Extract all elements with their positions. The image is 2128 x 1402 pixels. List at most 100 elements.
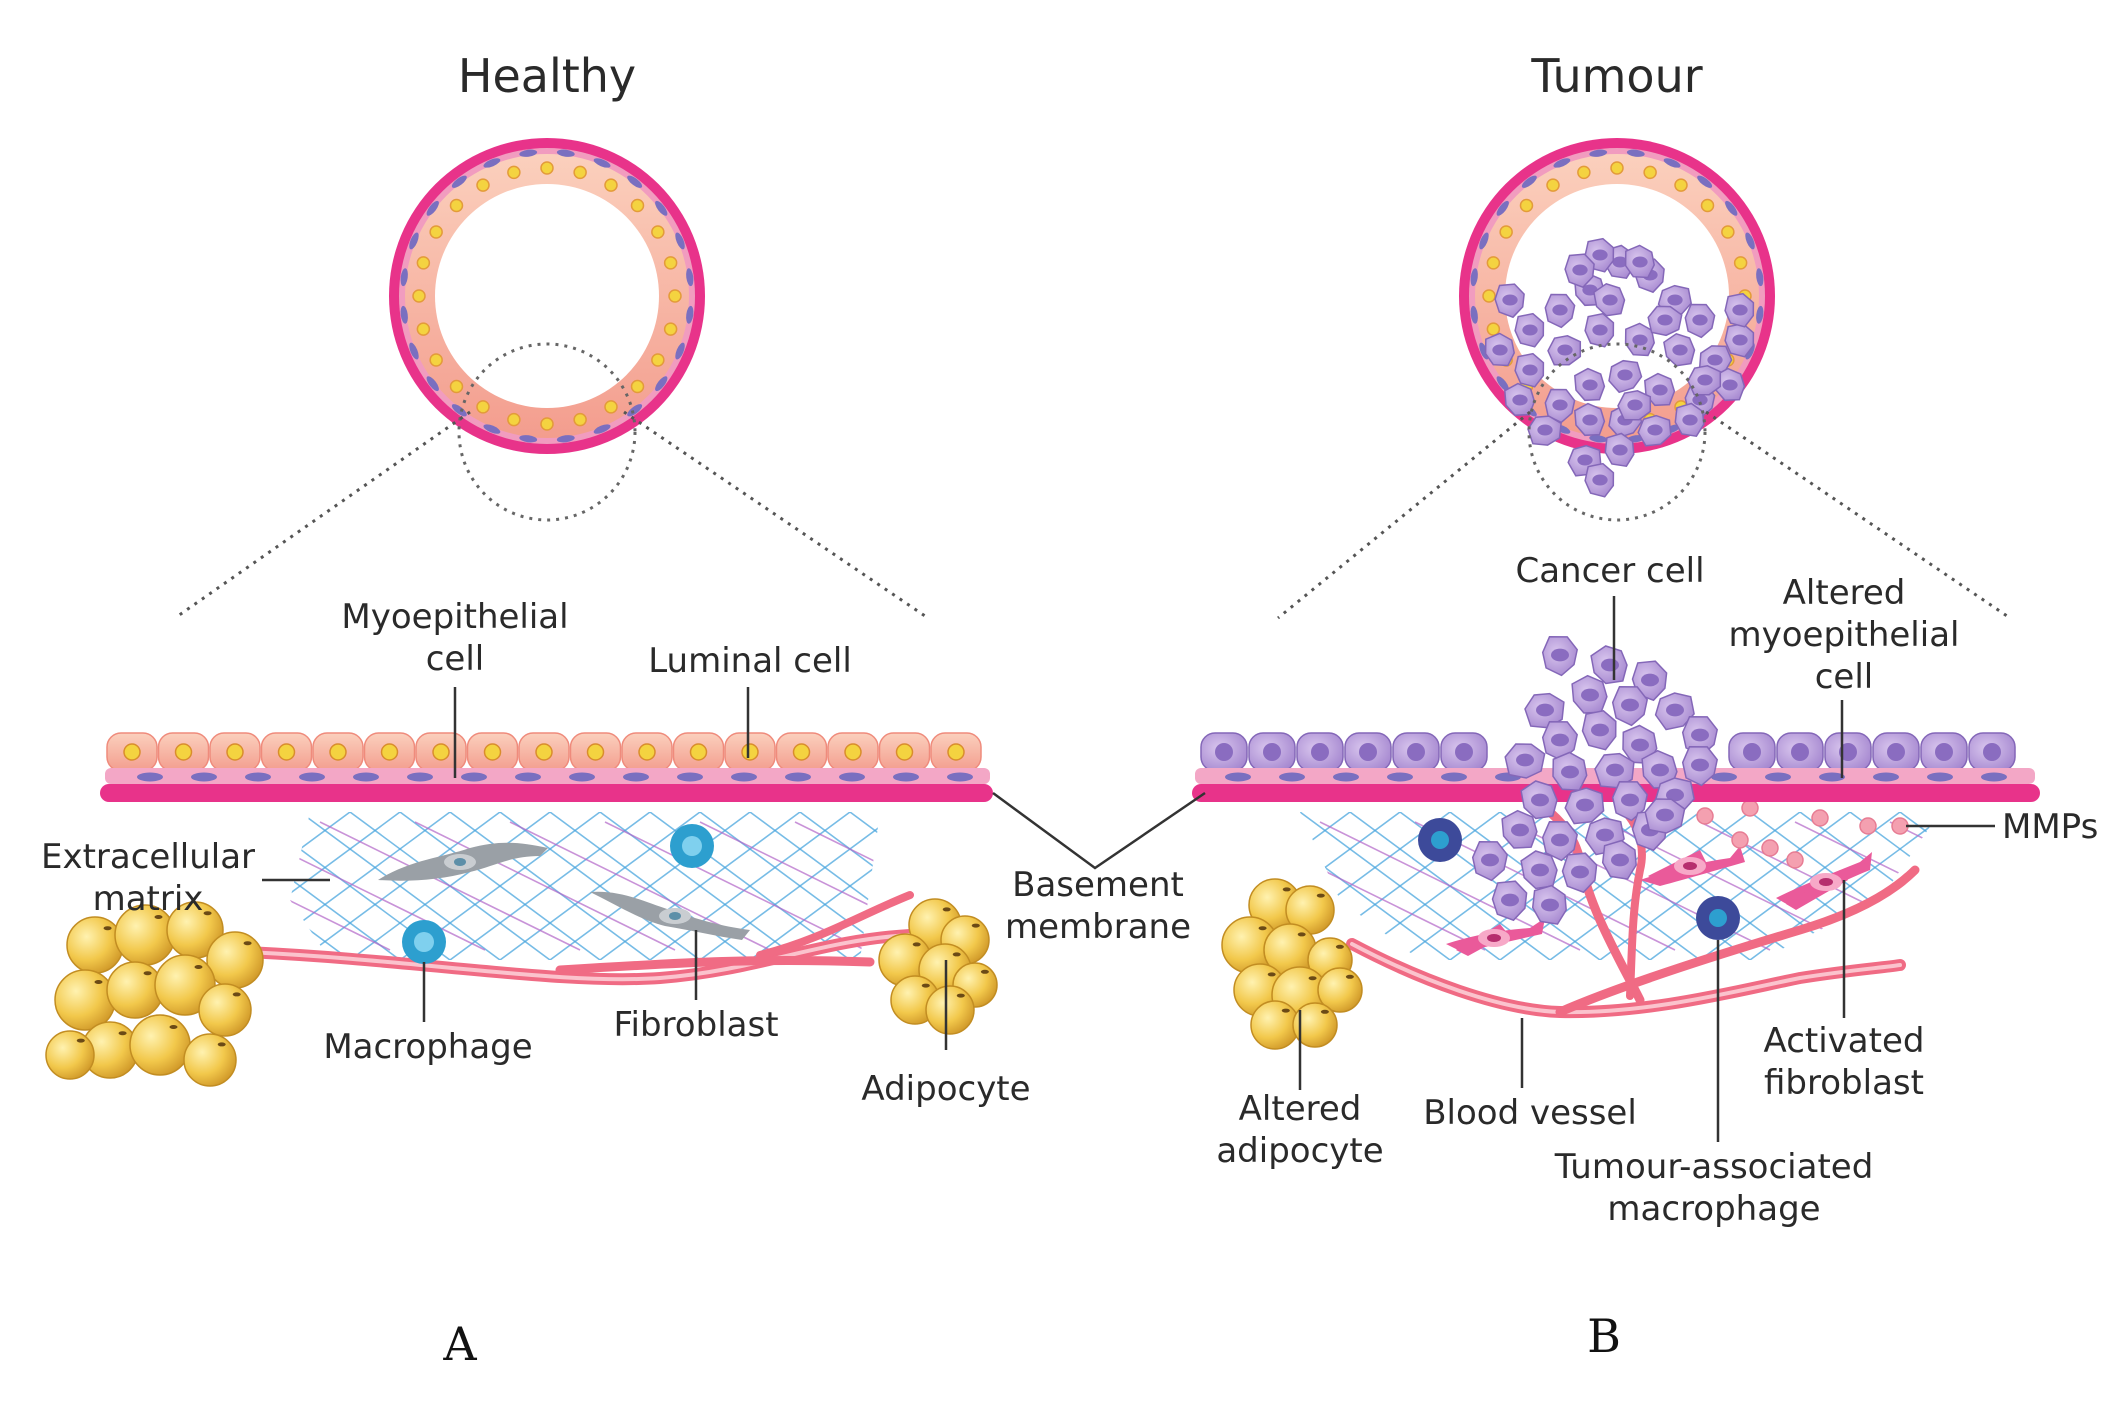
cancer-nucleus [1596, 828, 1614, 842]
myo-nucleus [137, 772, 163, 782]
tumour-zoom-line-left [1277, 410, 1531, 620]
cancer-nucleus [1481, 853, 1499, 867]
label-ecm-line1: Extracellular [41, 837, 255, 877]
luminal-nucleus [507, 165, 521, 180]
cancer-nucleus [1557, 344, 1573, 356]
myo-nucleus [451, 404, 467, 417]
adipocyte-nucleus [243, 941, 252, 946]
ecm-fiber [414, 821, 676, 951]
healthy-myoepithelial-layer [105, 768, 990, 784]
ecm-fiber [604, 821, 866, 951]
adipocyte-nucleus [952, 952, 961, 957]
cancer-nucleus [1722, 379, 1738, 391]
healthy-macrophage-2 [670, 824, 714, 868]
luminal-nucleus [630, 198, 645, 213]
healthy-title: Healthy [458, 49, 636, 103]
ecm-fiber [1300, 812, 1351, 960]
cancer-nucleus [1743, 743, 1761, 761]
cancer-nucleus [1656, 808, 1674, 822]
adipocyte-nucleus [971, 923, 980, 928]
mmp [1859, 817, 1877, 835]
luminal-nucleus [1499, 225, 1513, 239]
ecm-fiber [1549, 812, 1751, 960]
cancer-nucleus [1627, 399, 1643, 411]
label-myoepithelial-line2: cell [426, 639, 485, 679]
adipocyte [129, 1014, 191, 1076]
adipocyte-nucleus [1281, 1008, 1290, 1013]
cancer-nucleus [1935, 743, 1953, 761]
luminal-nucleus [1519, 198, 1534, 213]
myo-nucleus [593, 158, 611, 168]
luminal-nucleus [429, 353, 443, 367]
cancer-nucleus [1407, 743, 1425, 761]
adipocyte [198, 983, 252, 1037]
ecm-fiber [290, 812, 351, 960]
luminal-nucleus [432, 743, 450, 761]
myo-nucleus [426, 200, 439, 216]
myo-nucleus [1927, 772, 1953, 782]
adipocyte [106, 961, 164, 1019]
cancer-nucleus [1581, 688, 1599, 702]
luminal-nucleus [604, 178, 618, 192]
label-basement-line1: Basement [1012, 865, 1184, 905]
myo-nucleus [1711, 772, 1737, 782]
myo-nucleus [461, 772, 487, 782]
myo-nucleus [400, 305, 408, 324]
healthy-zoom-line-right [623, 410, 929, 620]
cancer-nucleus [1791, 743, 1809, 761]
ecm-fiber [549, 812, 751, 960]
myo-nucleus [1819, 772, 1845, 782]
cancer-nucleus [1601, 658, 1619, 672]
adipocyte-nucleus [921, 983, 930, 988]
ecm-fiber [290, 821, 486, 951]
myo-nucleus [893, 772, 919, 782]
ecm-fiber [799, 812, 880, 960]
mmp [1696, 807, 1714, 825]
ecm-fiber [449, 812, 651, 960]
myo-nucleus [1225, 772, 1251, 782]
myo-nucleus [426, 376, 439, 392]
adipocyte-nucleus [942, 907, 951, 912]
myo-nucleus [556, 149, 575, 157]
luminal-nucleus [1700, 198, 1715, 213]
myo-nucleus [409, 342, 419, 360]
adipocyte [154, 954, 216, 1016]
luminal-nucleus [741, 743, 759, 761]
cancer-nucleus [1667, 294, 1683, 306]
cancer-nucleus [1455, 743, 1473, 761]
adipocyte-nucleus [194, 965, 203, 969]
ecm-fiber [1300, 812, 1451, 960]
myo-nucleus [515, 772, 541, 782]
tumour-associated-macrophage [1418, 818, 1462, 862]
luminal-nucleus [1674, 178, 1688, 192]
cancer-nucleus [1692, 314, 1708, 326]
healthy-zoom-circle [457, 342, 637, 522]
ecm-fiber [290, 821, 391, 951]
healthy-blood-vessel [239, 891, 916, 986]
luminal-nucleus [277, 743, 296, 761]
myo-nucleus [1479, 232, 1489, 250]
adipocyte [45, 1030, 95, 1080]
cancer-nucleus [1611, 853, 1629, 867]
luminal-nucleus [844, 743, 862, 761]
cancer-nucleus [1511, 823, 1529, 837]
healthy-zoom-line-left [174, 410, 471, 620]
luminal-nucleus [630, 379, 645, 394]
label-luminal-cell: Luminal cell [648, 641, 852, 681]
luminal-nucleus [1486, 322, 1501, 336]
cancer-nucleus [1561, 765, 1579, 779]
myo-nucleus [686, 305, 694, 324]
adipocyte-nucleus [217, 1042, 226, 1047]
cancer-nucleus [1551, 833, 1569, 847]
adipocyte-nucleus [912, 942, 921, 947]
cancer-nucleus [1621, 793, 1639, 807]
myo-nucleus [839, 772, 865, 782]
myo-nucleus [407, 772, 433, 782]
myo-nucleus [1765, 772, 1791, 782]
cancer-nucleus [1647, 424, 1663, 436]
myo-nucleus [1745, 232, 1755, 250]
activated-fibroblast-3 [1446, 918, 1545, 956]
luminal-nucleus [1721, 225, 1735, 239]
cancer-nucleus [1551, 648, 1569, 662]
myo-nucleus [569, 772, 595, 782]
